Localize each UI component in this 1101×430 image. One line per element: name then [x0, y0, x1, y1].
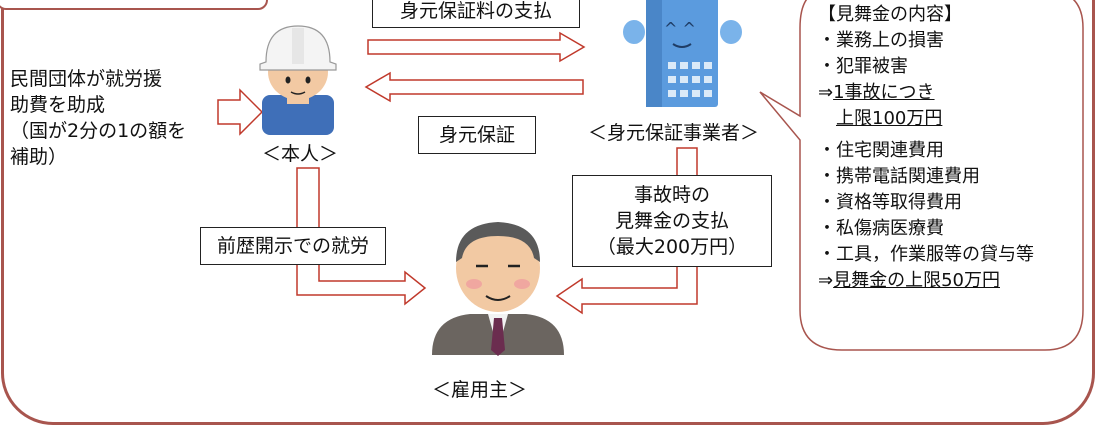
employment-label: 前歴開示での就労 — [200, 227, 386, 265]
accident-payment-line-1: 事故時の — [633, 184, 710, 206]
callout-arrow-1: ⇒ — [818, 82, 834, 103]
accident-payment-line-3: （最大200万円） — [596, 236, 748, 258]
callout-item: ・私傷病医療費 — [818, 218, 944, 239]
subsidy-text: 民間団体が就労援 助費を助成 （国が2分の1の額を 補助） — [10, 66, 186, 170]
callout-item: ⇒見舞金の上限50万円 — [818, 268, 1034, 294]
employer-icon — [432, 222, 564, 356]
subsidy-line-4: 補助） — [10, 146, 68, 168]
arrow-employment — [296, 167, 427, 306]
callout-item: 上限100万円 — [818, 106, 1034, 132]
building-guarantor-icon: ^ ^ — [623, 0, 742, 107]
arrow-guarantee — [364, 71, 584, 103]
callout-item: ・工具，作業服等の貸与等 — [818, 244, 1034, 265]
callout-arrow-2: ⇒ — [818, 270, 834, 291]
subsidy-line-2: 助費を助成 — [10, 94, 106, 116]
callout-item: ・業務上の損害 — [818, 30, 944, 51]
fee-payment-label: 身元保証料の支払 — [372, 0, 580, 28]
callout-item: ・携帯電話関連費用 — [818, 166, 980, 187]
person-worker-icon — [259, 25, 337, 135]
callout-item: ・住宅関連費用 — [818, 140, 944, 161]
callout-item: ⇒1事故につき — [818, 80, 1034, 106]
callout-item: ・資格等取得費用 — [818, 192, 962, 213]
person-caption: ＜本人＞ — [262, 143, 339, 165]
callout-limit-amount-1: 上限100万円 — [836, 108, 943, 129]
employer-caption: ＜雇用主＞ — [432, 379, 528, 401]
arrow-fee-payment — [367, 31, 586, 63]
accident-payment-label: 事故時の 見舞金の支払 （最大200万円） — [572, 175, 772, 267]
callout-limit-1: 1事故につき — [833, 82, 935, 103]
callout-item: ・犯罪被害 — [818, 56, 908, 77]
guarantee-label: 身元保証 — [418, 116, 536, 154]
subsidy-line-1: 民間団体が就労援 — [10, 68, 163, 90]
guarantor-caption: ＜身元保証事業者＞ — [588, 122, 760, 144]
arrow-subsidy — [217, 88, 264, 136]
accident-payment-line-2: 見舞金の支払 — [614, 210, 729, 232]
callout-title: 【見舞金の内容】 — [818, 4, 962, 25]
svg-text:^ ^: ^ ^ — [664, 19, 696, 38]
callout-limit-2: 見舞金の上限50万円 — [833, 270, 1000, 291]
callout-bubble — [759, 0, 1084, 351]
callout-content: 【見舞金の内容】 ・業務上の損害 ・犯罪被害 ⇒1事故につき 上限100万円 ・… — [818, 2, 1034, 294]
subsidy-line-3: （国が2分の1の額を — [10, 120, 187, 142]
